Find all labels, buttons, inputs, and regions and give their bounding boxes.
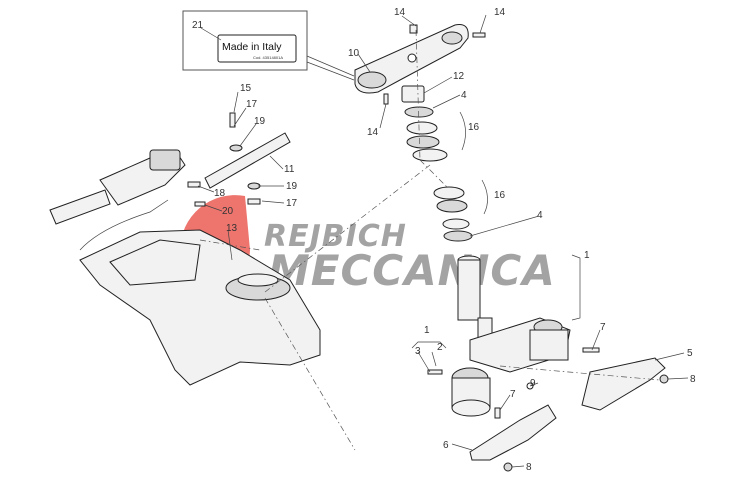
watermark-line1: REJBICH bbox=[264, 219, 407, 254]
callout-1: 1 bbox=[584, 250, 590, 261]
callout-8: 8 bbox=[690, 374, 696, 385]
callout-10: 10 bbox=[348, 48, 360, 59]
callout-19: 19 bbox=[286, 181, 298, 192]
callout-2: 2 bbox=[437, 342, 443, 353]
label-inset: Made in Italy Cod. 43514801A bbox=[182, 10, 355, 81]
callout-18: 18 bbox=[214, 188, 226, 199]
steering-stem-lower-clamp bbox=[427, 255, 600, 419]
callout-7: 7 bbox=[600, 322, 606, 333]
callout-5: 5 bbox=[687, 348, 693, 359]
callout-14: 14 bbox=[494, 7, 506, 18]
handlebar-master-cylinder bbox=[49, 149, 186, 251]
callout-13: 13 bbox=[226, 223, 238, 234]
steering-damper bbox=[187, 112, 291, 207]
callout-1: 1 bbox=[424, 325, 430, 336]
label-code: Cod. 43514801A bbox=[253, 55, 283, 60]
callout-16: 16 bbox=[468, 122, 480, 133]
callout-17: 17 bbox=[246, 99, 258, 110]
callout-16: 16 bbox=[494, 190, 506, 201]
callout-14: 14 bbox=[367, 127, 379, 138]
callout-14: 14 bbox=[394, 7, 406, 18]
made-in-italy-label bbox=[217, 34, 297, 63]
callout-4: 4 bbox=[461, 90, 467, 101]
callout-3: 3 bbox=[415, 346, 421, 357]
callout-15: 15 bbox=[240, 83, 252, 94]
frame bbox=[79, 229, 321, 386]
callout-8: 8 bbox=[526, 462, 532, 473]
callout-17: 17 bbox=[286, 198, 298, 209]
callout-6: 6 bbox=[443, 440, 449, 451]
callout-7: 7 bbox=[510, 389, 516, 400]
upper-bearing-stack bbox=[401, 85, 448, 162]
upper-triple-clamp bbox=[354, 24, 486, 105]
callout-4: 4 bbox=[537, 210, 543, 221]
callout-9: 9 bbox=[530, 378, 536, 389]
label-text: Made in Italy bbox=[222, 41, 282, 53]
lower-bearing-stack bbox=[433, 186, 473, 242]
callout-12: 12 bbox=[453, 71, 465, 82]
right-bracket bbox=[581, 357, 669, 411]
callout-19: 19 bbox=[254, 116, 266, 127]
callout-11: 11 bbox=[284, 164, 295, 175]
callout-21: 21 bbox=[192, 20, 204, 31]
callout-numbers: 21 14 14 10 12 14 4 16 15 17 19 11 18 19… bbox=[192, 7, 696, 473]
leader-lines bbox=[197, 14, 689, 468]
callout-20: 20 bbox=[222, 206, 234, 217]
watermark-line2: MECCANICA bbox=[268, 246, 556, 295]
